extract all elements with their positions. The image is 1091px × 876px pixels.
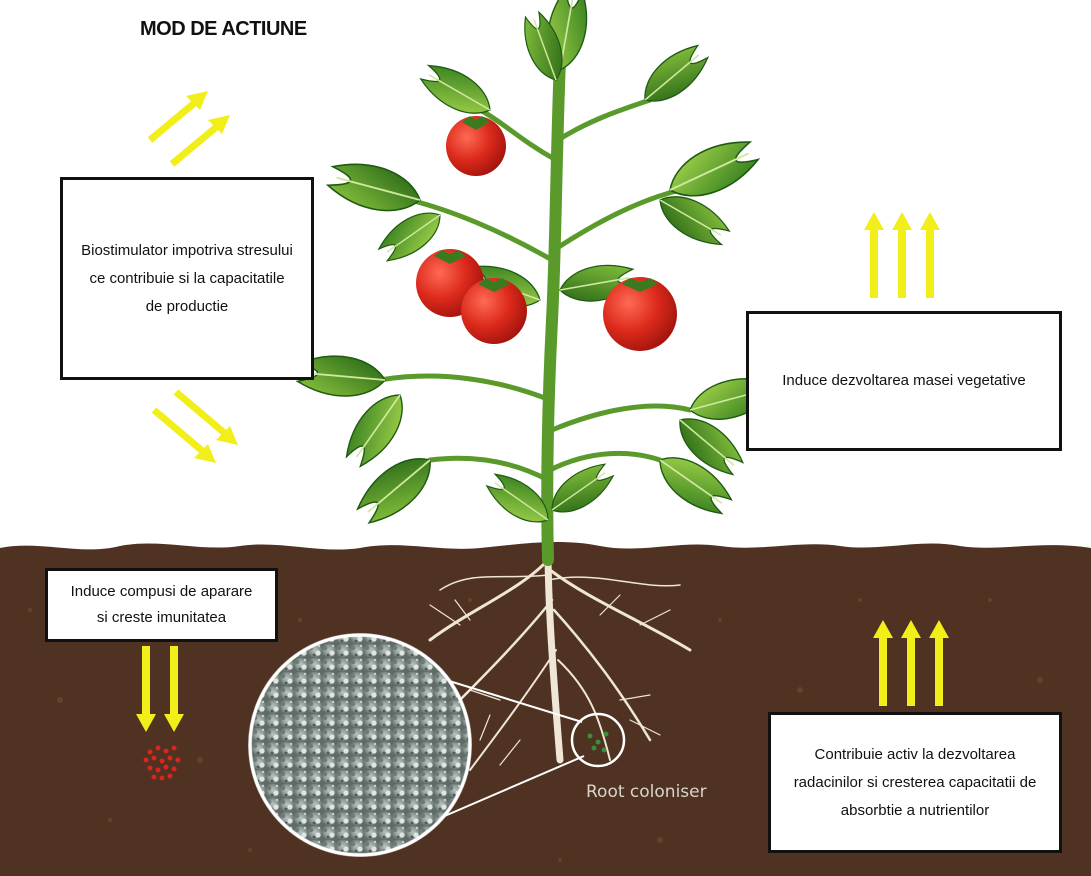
box-line: Contribuie activ la dezvoltarea bbox=[814, 745, 1016, 763]
root-development-box: Contribuie activ la dezvoltarea radacini… bbox=[768, 712, 1062, 853]
box-line: Induce compusi de aparare bbox=[70, 583, 253, 600]
root-coloniser-label: Root coloniser bbox=[586, 782, 707, 802]
box-line: ce contribuie si la capacitatile bbox=[89, 269, 285, 287]
defense-compounds-box: Induce compusi de aparare si creste imun… bbox=[45, 568, 278, 642]
tomato-icon bbox=[416, 116, 677, 351]
tomato-plant-icon bbox=[295, 0, 775, 566]
red-dots-icon bbox=[143, 745, 181, 781]
box-line: si creste imunitatea bbox=[96, 609, 227, 626]
stress-biostimulator-box: Biostimulator impotriva stresului ce con… bbox=[60, 177, 314, 380]
box-line: absorbtie a nutrientilor bbox=[840, 801, 990, 819]
box-line: radacinilor si cresterea capacitatii de bbox=[793, 773, 1037, 791]
vegetative-growth-box: Induce dezvoltarea masei vegetative bbox=[746, 311, 1062, 451]
soil-specks bbox=[28, 598, 1043, 862]
box-line: de productie bbox=[145, 297, 229, 315]
microscope-circle-icon bbox=[248, 633, 626, 857]
page-title: MOD DE ACTIUNE bbox=[140, 18, 307, 40]
box-line: Biostimulator impotriva stresului bbox=[81, 241, 293, 259]
box-line: Induce dezvoltarea masei vegetative bbox=[782, 372, 1026, 389]
